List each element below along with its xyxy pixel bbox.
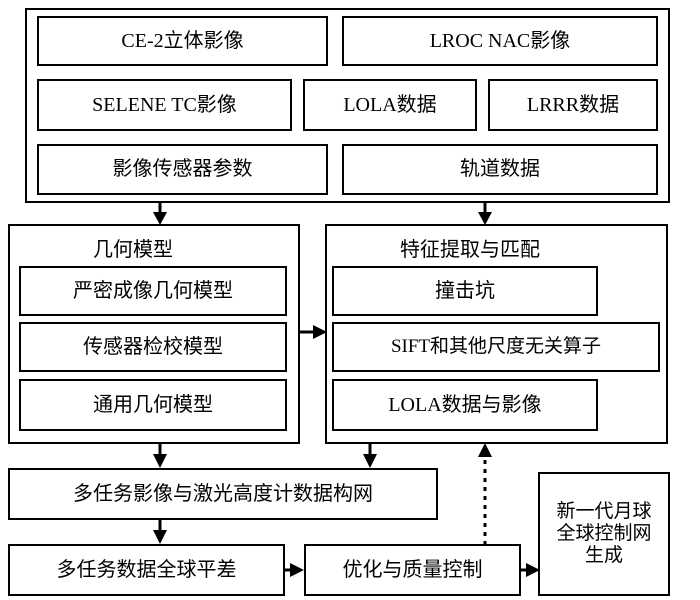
arrow-optimization-to-output — [521, 562, 540, 578]
arrow-optimization-feedback-to-feature-extraction — [477, 442, 493, 545]
box-new-generation-lunar-control-network-output: 新一代月球 全球控制网 生成 — [538, 472, 670, 596]
box-lrrr-data: LRRR数据 — [488, 79, 658, 131]
geometric-model-panel-title: 几何模型 — [93, 239, 173, 261]
box-lola-data-and-imagery: LOLA数据与影像 — [332, 379, 598, 431]
arrow-geometric-model-to-network-building — [152, 444, 168, 468]
box-rigorous-imaging-geometric-model: 严密成像几何模型 — [19, 266, 287, 316]
box-impact-crater: 撞击坑 — [332, 266, 598, 316]
box-ce2-stereo-image: CE-2立体影像 — [37, 16, 328, 66]
box-sensor-calibration-model: 传感器检校模型 — [19, 322, 287, 372]
box-orbit-data: 轨道数据 — [342, 144, 658, 195]
arrow-geometric-model-to-feature-extraction — [300, 324, 327, 340]
box-image-sensor-parameters: 影像传感器参数 — [37, 144, 328, 195]
box-lroc-nac-image: LROC NAC影像 — [342, 16, 658, 66]
arrow-network-building-to-global-adjustment — [152, 520, 168, 544]
box-optimization-quality-control: 优化与质量控制 — [304, 544, 521, 596]
box-multi-mission-network-building: 多任务影像与激光高度计数据构网 — [8, 468, 438, 520]
feature-extraction-panel-title: 特征提取与匹配 — [400, 239, 540, 261]
arrow-global-adjustment-to-optimization — [285, 562, 304, 578]
arrow-sources-to-feature-extraction — [477, 203, 493, 225]
arrow-sources-to-geometric-model — [152, 203, 168, 225]
box-selene-tc-image: SELENE TC影像 — [37, 79, 292, 131]
arrow-feature-extraction-to-network-building — [362, 444, 378, 468]
box-multi-mission-global-adjustment: 多任务数据全球平差 — [8, 544, 285, 596]
box-generic-geometric-model: 通用几何模型 — [19, 379, 287, 431]
box-lola-data: LOLA数据 — [303, 79, 477, 131]
box-sift-scale-invariant-operators: SIFT和其他尺度无关算子 — [332, 322, 660, 372]
